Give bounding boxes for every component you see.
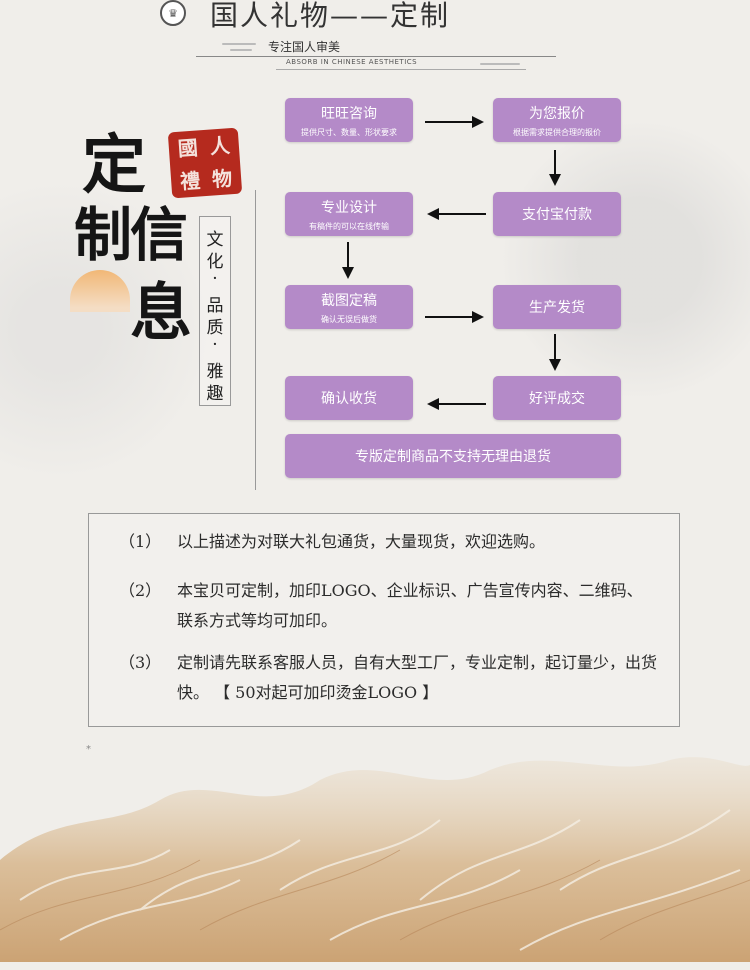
flow-step-design: 专业设计 有稿件的可以在线传输	[285, 192, 413, 236]
motto-char: 文	[206, 230, 224, 250]
step-note: 有稿件的可以在线传输	[309, 221, 389, 231]
motto-char: ·	[212, 269, 218, 289]
lion-emblem-icon: ♛	[160, 0, 186, 26]
note-number: （1）	[119, 532, 162, 551]
step-title: 截图定稿	[321, 292, 377, 309]
sun-decoration	[70, 270, 130, 312]
arrow-icon	[549, 359, 561, 371]
notes-box: （1） 以上描述为对联大礼包通货，大量现货，欢迎选购。 （2） 本宝贝可定制，加…	[88, 513, 680, 727]
step-title: 专业设计	[321, 199, 377, 216]
arrow-icon	[427, 398, 439, 410]
motto-char: 雅	[206, 362, 224, 382]
arrow-icon	[472, 116, 484, 128]
flow-step-payment: 支付宝付款	[493, 192, 621, 236]
step-note: 根据需求提供合理的报价	[513, 127, 601, 137]
arrow-icon	[342, 267, 354, 279]
subtitle-english: ABSORB IN CHINESE AESTHETICS	[286, 58, 418, 66]
motto-char: 质	[206, 318, 224, 338]
flow-step-finalize: 截图定稿 确认无误后做货	[285, 285, 413, 329]
note-number: （3）	[119, 653, 162, 672]
motto-char: 趣	[206, 384, 224, 404]
flow-arrows	[342, 116, 561, 410]
note-text: 定制请先联系客服人员，自有大型工厂，专业定制，起订量少，出货快。 【 50对起可…	[177, 653, 658, 702]
heading-char: 息	[130, 276, 193, 349]
arrow-icon	[549, 174, 561, 186]
header-rule	[196, 56, 556, 57]
flow-step-receive: 确认收货	[285, 376, 413, 420]
flow-step-review: 好评成交	[493, 376, 621, 420]
cloud-ornament	[222, 43, 256, 45]
note-number: （2）	[119, 581, 162, 600]
no-return-banner: 专版定制商品不支持无理由退货	[285, 434, 621, 478]
heading-char: 信	[130, 201, 189, 269]
step-title: 好评成交	[529, 391, 585, 407]
step-title: 确认收货	[321, 391, 377, 407]
banner-text: 专版定制商品不支持无理由退货	[355, 449, 551, 465]
cloud-ornament	[230, 49, 252, 51]
header-rule-lower	[276, 69, 526, 70]
step-title: 生产发货	[529, 300, 585, 316]
note-text: 以上描述为对联大礼包通货，大量现货，欢迎选购。	[177, 532, 546, 551]
step-title: 旺旺咨询	[321, 105, 377, 122]
motto-char: 品	[206, 296, 224, 316]
motto-char: ·	[212, 335, 218, 355]
divider-line	[255, 190, 256, 490]
page-title: 国人礼物——定制	[210, 0, 451, 32]
heading-char: 定	[82, 128, 146, 203]
step-title: 为您报价	[529, 105, 585, 122]
flow-step-consult: 旺旺咨询 提供尺寸、数量、形状要求	[285, 98, 413, 142]
step-title: 支付宝付款	[522, 207, 592, 223]
flow-step-quote: 为您报价 根据需求提供合理的报价	[493, 98, 621, 142]
subtitle: 专注国人审美	[268, 40, 341, 54]
flow-step-ship: 生产发货	[493, 285, 621, 329]
motto-box: 文 化 · 品 质 · 雅 趣	[199, 216, 231, 406]
cloud-ornament	[480, 63, 520, 65]
star-mark: *	[86, 744, 91, 755]
arrow-icon	[427, 208, 439, 220]
step-note: 确认无误后做货	[321, 314, 377, 324]
arrow-icon	[472, 311, 484, 323]
reed-illustration	[0, 757, 750, 970]
note-text: 本宝贝可定制，加印LOGO、企业标识、广告宣传内容、二维码、联系方式等均可加印。	[177, 581, 643, 630]
step-note: 提供尺寸、数量、形状要求	[301, 127, 397, 137]
motto-char: 化	[206, 252, 224, 272]
heading-char: 制	[74, 201, 133, 269]
